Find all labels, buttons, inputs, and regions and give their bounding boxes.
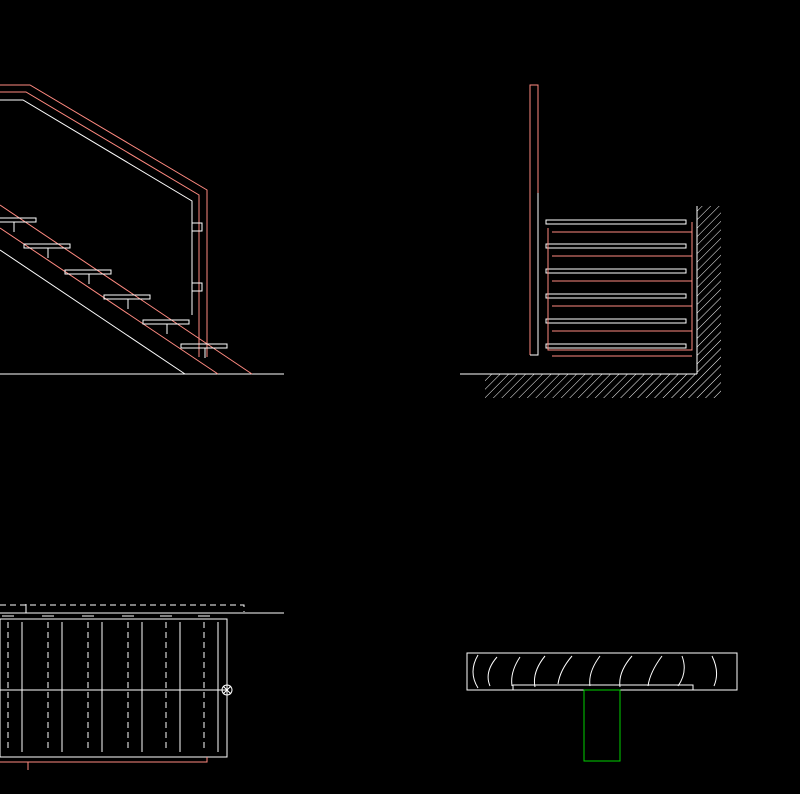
wall-hatch bbox=[697, 206, 721, 374]
stair-plan-view bbox=[0, 604, 284, 770]
glass-panel-edge bbox=[0, 99, 193, 315]
stringer-upper bbox=[0, 204, 253, 375]
handrail-inner bbox=[0, 91, 200, 357]
section-tread bbox=[545, 268, 687, 274]
stair-treads bbox=[0, 217, 228, 358]
tread bbox=[103, 294, 151, 300]
stair-cross-section bbox=[460, 84, 721, 398]
plan-handrail-dashed bbox=[0, 604, 245, 612]
section-treads bbox=[545, 219, 693, 357]
wood-grain bbox=[472, 654, 718, 689]
section-tread bbox=[545, 318, 687, 324]
section-tread bbox=[545, 293, 687, 299]
tread bbox=[23, 243, 71, 249]
plan-outline bbox=[0, 618, 228, 758]
tread bbox=[142, 319, 190, 325]
stringer-base bbox=[0, 249, 186, 375]
section-post bbox=[529, 84, 539, 355]
timber-tread bbox=[466, 652, 738, 691]
plan-break-symbol bbox=[221, 684, 233, 696]
section-post-base bbox=[530, 193, 539, 356]
plan-tread-columns bbox=[2, 615, 219, 752]
handrail-outer bbox=[0, 84, 208, 357]
section-stringer bbox=[547, 222, 693, 351]
section-tread bbox=[545, 219, 687, 225]
tread bbox=[180, 343, 228, 349]
post-bracket-lower bbox=[191, 282, 203, 292]
post-bracket-upper bbox=[191, 222, 203, 232]
stair-side-elevation bbox=[0, 84, 284, 375]
steel-post-section bbox=[583, 689, 621, 762]
steel-plate bbox=[512, 684, 694, 691]
tread bbox=[64, 269, 112, 275]
ground-hatch bbox=[485, 374, 721, 398]
stringer-lower bbox=[0, 227, 219, 375]
section-tread bbox=[545, 243, 687, 249]
tread-detail bbox=[466, 652, 738, 762]
plan-break-hatch bbox=[222, 685, 232, 695]
plan-rail-bottom bbox=[0, 757, 208, 763]
section-tread bbox=[545, 343, 687, 349]
tread bbox=[0, 217, 37, 223]
